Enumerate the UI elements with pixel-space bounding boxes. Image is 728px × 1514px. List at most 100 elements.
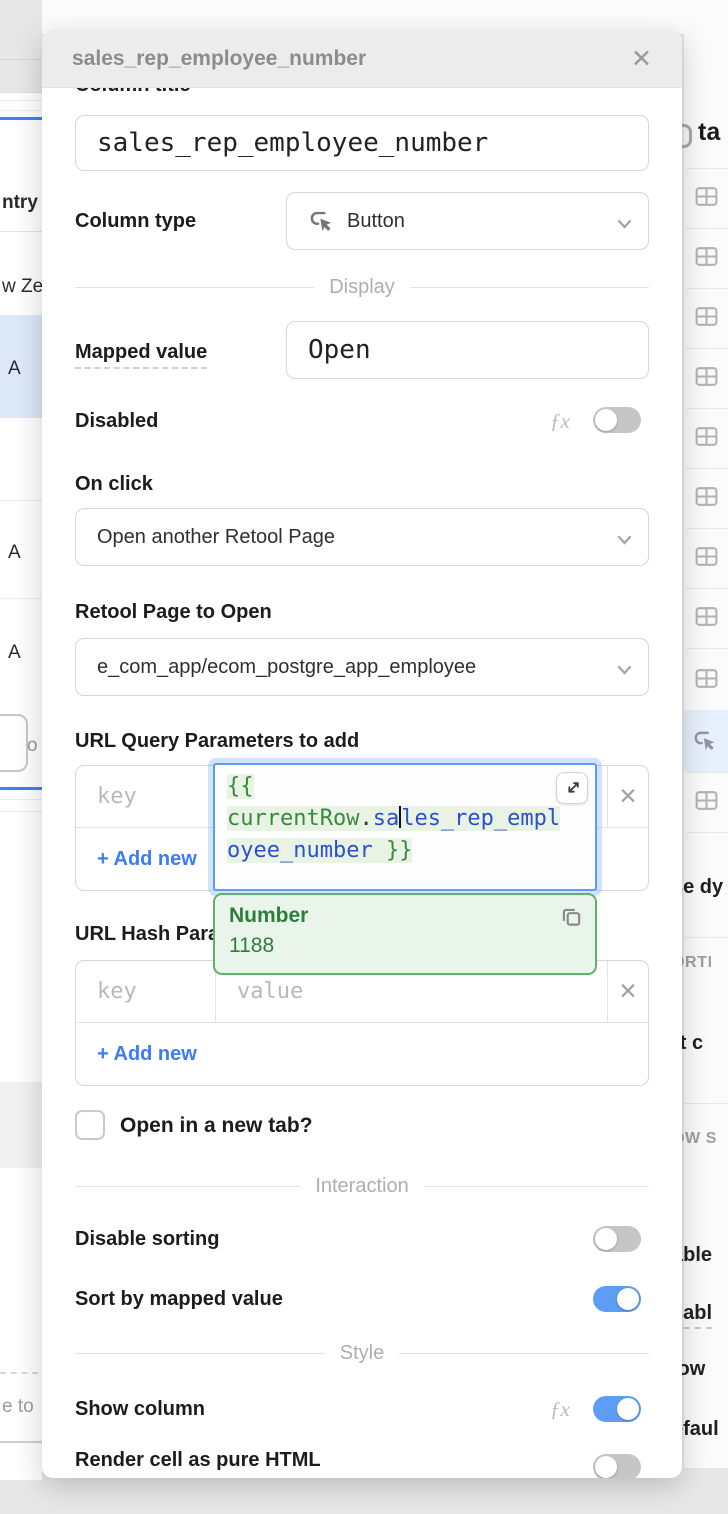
button-column-icon [308,208,335,235]
divider [0,811,42,812]
panel-band-fragment [0,1082,42,1168]
column-title-input-wrap [75,115,649,171]
query-add-new-link[interactable]: + Add new [97,847,197,870]
disable-sorting-label: Disable sorting [75,1228,220,1250]
divider [686,468,728,469]
open-new-tab-label: Open in a new tab? [120,1114,313,1137]
divider [0,799,42,800]
expand-editor-button[interactable] [556,772,588,804]
mapped-value-input[interactable] [287,322,648,378]
text-cursor [399,806,402,828]
table-toolbar-fragment [0,0,42,93]
divider [686,228,728,229]
mapped-value-label-wrap: Mapped value [75,341,208,369]
query-value-cell[interactable] [216,766,608,827]
inspector-label-fragment: se dy [672,876,724,898]
table-column-icon[interactable] [694,244,719,274]
url-query-params-label: URL Query Parameters to add [75,730,360,752]
render-pure-html-label: Render cell as pure HTML [75,1449,321,1471]
dashed-divider [0,1372,38,1374]
divider [686,288,728,289]
table-column-icon[interactable] [694,304,719,334]
divider [686,528,728,529]
active-tab-indicator [0,117,42,120]
render-pure-html-toggle[interactable] [593,1454,641,1478]
divider [686,168,728,169]
inspector-title-fragment: ta [698,118,721,146]
modal-title: sales_rep_employee_number [72,46,367,70]
table-column-icon[interactable] [694,788,719,818]
divider [686,588,728,589]
on-click-select[interactable]: Open another Retool Page [75,508,649,566]
disabled-toggle[interactable] [593,407,641,433]
interaction-section-divider: Interaction [75,1174,650,1197]
close-icon[interactable]: ✕ [631,44,652,73]
code-line: oyee_number }} [227,838,413,863]
query-key-cell [76,766,216,827]
remove-param-icon[interactable]: ✕ [618,783,638,809]
query-key-input[interactable] [76,783,215,810]
hash-add-new-link[interactable]: + Add new [97,1042,197,1065]
divider [0,1441,42,1443]
background-top-band [42,0,684,34]
divider [0,59,42,60]
column-type-label: Column type [75,210,197,232]
hash-key-cell [76,961,216,1022]
hash-key-input[interactable] [76,978,215,1005]
fx-icon[interactable]: ƒx [550,1397,570,1421]
table-column-icon[interactable] [694,424,719,454]
on-click-label: On click [75,473,153,495]
remove-param-icon[interactable]: ✕ [618,978,638,1004]
control-label-fragment: o [27,735,38,756]
disable-sorting-toggle[interactable] [593,1226,641,1252]
divider [0,100,42,101]
open-new-tab-checkbox[interactable] [75,1110,105,1140]
on-click-value: Open another Retool Page [97,525,335,548]
background-inspector: ta se dy ORTI rt c OW S able sa [668,0,728,1468]
divider [0,231,42,232]
interaction-section-label: Interaction [315,1174,409,1197]
retool-page-value: e_com_app/ecom_postgre_app_employee [97,655,477,678]
query-value-code-editor[interactable]: {{ currentRow.sales_rep_empl oyee_number… [213,763,597,891]
divider [0,598,42,599]
column-header-fragment: ntry [2,192,38,213]
evaluation-value: 1188 [229,934,275,957]
divider [686,772,728,773]
code-line: currentRow.sales_rep_empl [227,806,561,831]
style-section-divider: Style [75,1342,649,1364]
table-column-icon[interactable] [694,484,719,514]
table-column-icon[interactable] [694,604,719,634]
chevron-down-icon [617,216,632,234]
retool-page-select[interactable]: e_com_app/ecom_postgre_app_employee [75,638,649,696]
show-column-label: Show column [75,1398,205,1420]
copy-icon[interactable] [559,905,583,934]
display-section-label: Display [329,275,395,298]
inspector-label-fragment: sabl [672,1302,713,1329]
table-column-icon[interactable] [694,544,719,574]
fx-icon[interactable]: ƒx [550,409,570,433]
show-column-toggle[interactable] [593,1396,641,1422]
mapped-value-label: Mapped value [75,341,208,369]
column-title-input[interactable] [76,116,648,170]
inspector-label-fragment: able [672,1244,713,1266]
column-type-select[interactable]: Button [286,192,649,250]
divider [686,408,728,409]
inspector-section-fragment: OW S [672,1130,718,1147]
hash-value-input[interactable] [216,978,607,1005]
pagination-control-fragment[interactable] [0,714,28,772]
selected-table-row[interactable] [0,315,42,417]
table-column-icon[interactable] [694,666,719,696]
table-cell-fragment: A [8,358,21,379]
background-table: ntry w Ze A A A o e to [0,0,43,1480]
sort-by-mapped-value-toggle[interactable] [593,1286,641,1312]
divider [0,110,42,111]
modal-header: sales_rep_employee_number ✕ [42,30,682,88]
table-column-icon[interactable] [694,184,719,214]
sort-by-mapped-value-label: Sort by mapped value [75,1288,283,1310]
hash-value-cell [216,961,608,1022]
table-column-icon[interactable] [694,364,719,394]
chevron-down-icon [617,662,632,680]
table-cell-fragment: A [8,542,21,563]
url-hash-param-row: ✕ [76,961,648,1023]
